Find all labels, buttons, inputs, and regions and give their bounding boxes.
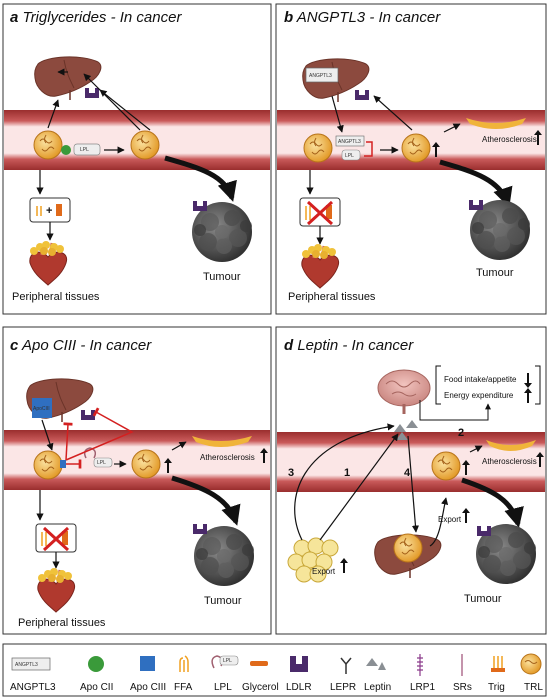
panel-a-lpl-label: LPL	[80, 147, 89, 153]
legend-label-ffa: FFA	[174, 682, 193, 693]
ldlr-icon	[290, 656, 308, 672]
panel-d-step-4: 4	[404, 467, 411, 479]
panel-d-vessel	[277, 432, 545, 492]
panel-c-trl-remnant-icon	[131, 449, 161, 479]
apo-cii-circle-icon	[88, 656, 104, 672]
lpl-icon: LPL	[211, 655, 239, 669]
panel-d-step-2: 2	[458, 427, 464, 439]
panel-b-angptl3-box	[305, 67, 339, 83]
legend-label-apo-cii: Apo CII	[80, 682, 113, 693]
panel-d: d Leptin - In cancer Food intake/appetit…	[275, 326, 547, 635]
panel-a-tumour-label: Tumour	[203, 271, 241, 283]
panel-c-title: c Apo CIII - In cancer	[10, 337, 152, 354]
panel-c-ldlr-icon	[81, 410, 95, 420]
trl-icon	[520, 653, 542, 675]
panel-a-lpl-icon	[73, 143, 101, 156]
legend: ANGPTL3 LPL	[2, 643, 547, 697]
panel-a-peripheral-tissue-icon	[28, 239, 69, 287]
panel-b-tumour-ldlr-icon	[469, 200, 483, 210]
panel-d-export-label-2: Export	[438, 515, 462, 524]
legend-label-leptin: Leptin	[364, 682, 391, 693]
panel-d-trl-icon	[431, 451, 461, 481]
panel-c: c Apo CIII - In cancer ApoCIII LPL Ather…	[2, 326, 272, 635]
lepr-icon	[340, 657, 352, 674]
panel-a-ldlr-icon	[85, 88, 99, 98]
panel-c-peripheral-label: Peripheral tissues	[18, 617, 106, 629]
panel-d-food-intake-label: Food intake/appetite	[444, 375, 517, 384]
panel-c-apociii-box	[32, 398, 52, 418]
panel-a-tumour-ldlr-icon	[193, 201, 207, 211]
panel-c-tumour-ldlr-icon	[193, 524, 207, 534]
legend-label-glycerol: Glycerol	[242, 682, 279, 693]
panel-d-export-label-1: Export	[312, 567, 336, 576]
legend-label-lpl: LPL	[214, 682, 232, 693]
panel-c-apociii-label: ApoCIII	[33, 406, 50, 412]
panel-b-peripheral-label: Peripheral tissues	[288, 291, 376, 303]
panel-b-angptl3-label: ANGPTL3	[309, 73, 332, 79]
legend-label-trig: Trig	[488, 682, 505, 693]
panel-c-tumour-label: Tumour	[204, 595, 242, 607]
panel-b-tumour-label: Tumour	[476, 267, 514, 279]
panel-b-frame	[275, 3, 547, 315]
panel-b-peripheral-tissue-icon	[300, 242, 341, 290]
panel-c-peripheral-tissue-icon	[36, 566, 77, 614]
panel-d-step-3: 3	[288, 467, 294, 479]
panel-d-liver-trl-icon	[393, 533, 423, 563]
panel-d-energy-label: Energy expenditure	[444, 391, 514, 400]
panel-b-plaque-icon	[466, 118, 526, 129]
svg-text:LPL: LPL	[97, 460, 106, 466]
svg-text:ANGPTL3: ANGPTL3	[338, 139, 361, 145]
panel-c-frame	[2, 326, 272, 635]
panel-d-tumour-ldlr-icon	[477, 526, 491, 536]
panel-b-atherosclerosis-label: Atherosclerosis	[482, 135, 537, 144]
panel-a-trl-remnant-icon	[130, 130, 160, 160]
legend-label-trl: TRL	[524, 682, 543, 693]
panel-d-leptin-icon	[394, 424, 406, 432]
legend-label-ldlr: LDLR	[286, 682, 312, 693]
lrp1-icon	[417, 654, 423, 676]
panel-b-trl-remnant-icon	[401, 133, 431, 163]
svg-text:ANGPTL3: ANGPTL3	[15, 662, 38, 668]
panel-c-tumour	[194, 526, 254, 586]
panel-d-brain-icon	[377, 369, 431, 407]
glycerol-icon	[250, 661, 268, 666]
svg-text:LPL: LPL	[223, 658, 232, 664]
svg-text:LPL: LPL	[345, 153, 354, 159]
trig-icon	[491, 656, 505, 672]
panel-b-ldlr-icon	[355, 90, 369, 100]
panel-d-plaque-icon	[486, 440, 536, 451]
svg-text:+: +	[46, 205, 52, 217]
panel-c-atherosclerosis-label: Atherosclerosis	[200, 453, 255, 462]
apo-ciii-square-icon	[140, 656, 155, 671]
panel-d-frame	[275, 326, 547, 635]
panel-c-plaque-icon	[192, 436, 252, 447]
panel-b-title: b ANGPTL3 - In cancer	[284, 9, 441, 26]
panel-d-tumour-label: Tumour	[464, 593, 502, 605]
leptin-icon	[366, 658, 386, 670]
ffa-icon	[179, 655, 189, 672]
panel-c-trl-icon	[33, 450, 63, 480]
angptl3-box-icon: ANGPTL3	[11, 657, 51, 671]
panel-a-apo-cii-icon	[61, 145, 71, 155]
legend-label-srs: SRs	[453, 682, 472, 693]
panel-a: a Triglycerides - In cancer LPL Tumour +…	[2, 3, 272, 315]
panel-b: b ANGPTL3 - In cancer ANGPTL3 ANGPTL3 LP…	[275, 3, 547, 315]
legend-label-lepr: LEPR	[330, 682, 356, 693]
legend-label-lrp1: LRP1	[410, 682, 435, 693]
panel-d-title: d Leptin - In cancer	[284, 337, 414, 354]
panel-d-step-1: 1	[344, 467, 350, 479]
panel-a-peripheral-label: Peripheral tissues	[12, 291, 100, 303]
panel-a-trl-icon	[33, 130, 63, 160]
panel-b-trl-icon	[303, 133, 333, 163]
legend-label-angptl3: ANGPTL3	[10, 682, 56, 693]
panel-a-frame	[2, 3, 272, 315]
panel-d-atherosclerosis-label: Atherosclerosis	[482, 457, 537, 466]
legend-label-apo-ciii: Apo CIII	[130, 682, 166, 693]
panel-a-title: a Triglycerides - In cancer	[10, 9, 182, 26]
panel-d-adipose-icon	[287, 537, 339, 583]
